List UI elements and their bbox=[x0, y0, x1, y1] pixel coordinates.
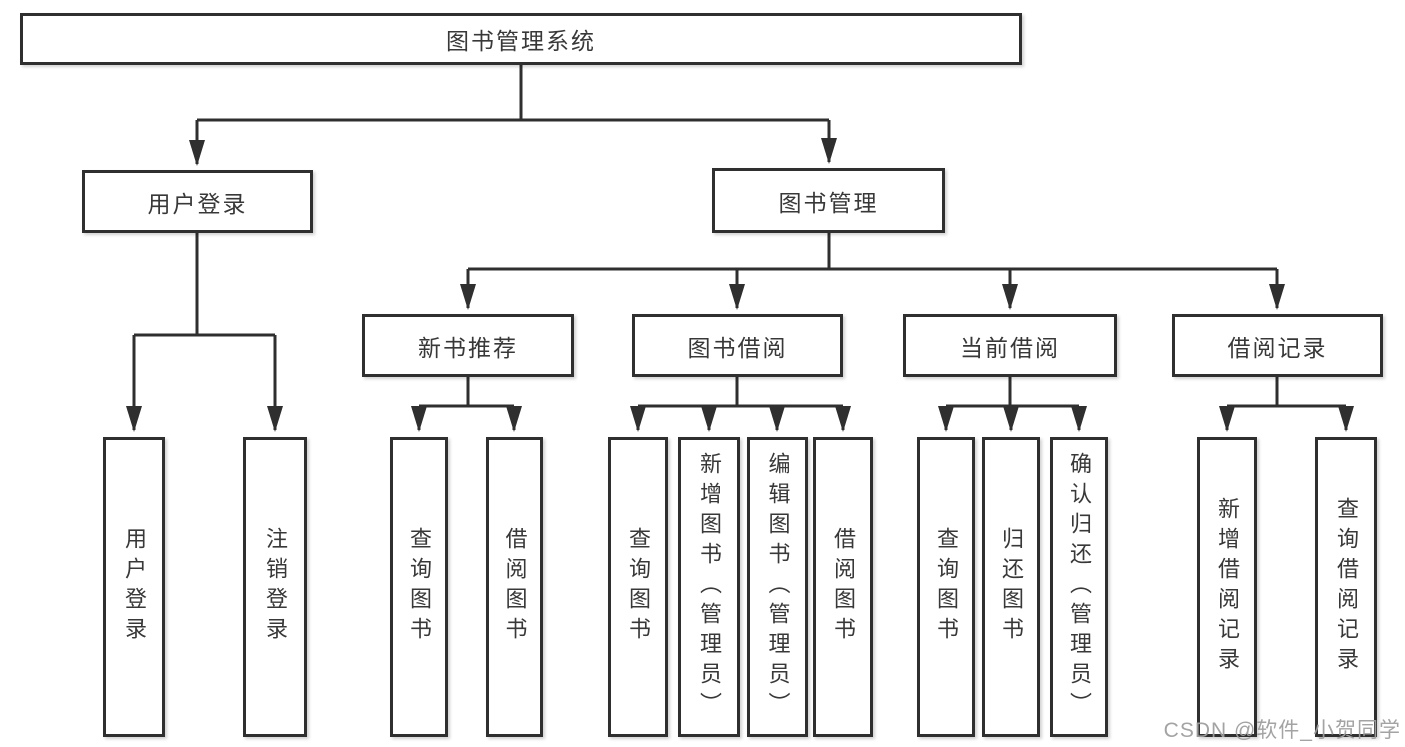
node-label: 图书管理 bbox=[778, 189, 879, 216]
leaf-query-books-3: 查询图书 bbox=[917, 437, 975, 737]
node-label: 用户登录 bbox=[147, 190, 248, 217]
leaf-user-login: 用户登录 bbox=[103, 437, 165, 737]
leaf-add-borrow-record: 新增借阅记录 bbox=[1197, 437, 1257, 737]
leaf-query-borrow-record: 查询借阅记录 bbox=[1315, 437, 1377, 737]
node-book-management: 图书管理 bbox=[712, 168, 945, 233]
leaf-borrow-books-2: 借阅图书 bbox=[813, 437, 873, 737]
node-label: 当前借阅 bbox=[960, 334, 1060, 361]
node-current-borrow: 当前借阅 bbox=[903, 314, 1117, 377]
leaf-query-books-2: 查询图书 bbox=[608, 437, 668, 737]
leaf-borrow-books: 借阅图书 bbox=[486, 437, 543, 737]
leaf-add-books-admin: 新增图书（管理员） bbox=[678, 437, 740, 737]
node-borrow-records: 借阅记录 bbox=[1172, 314, 1383, 377]
leaf-confirm-return-admin: 确认归还（管理员） bbox=[1050, 437, 1108, 737]
leaf-query-books: 查询图书 bbox=[390, 437, 448, 737]
node-label: 借阅记录 bbox=[1227, 334, 1328, 361]
node-label: 新书推荐 bbox=[418, 334, 518, 361]
node-label: 图书借阅 bbox=[687, 334, 788, 361]
node-label: 图书管理系统 bbox=[446, 28, 596, 54]
leaf-edit-books-admin: 编辑图书（管理员） bbox=[747, 437, 808, 737]
leaf-logout-login: 注销登录 bbox=[243, 437, 307, 737]
csdn-watermark: CSDN @软件_小贺同学 bbox=[1163, 719, 1401, 742]
node-book-borrow: 图书借阅 bbox=[632, 314, 843, 377]
node-new-book-recommend: 新书推荐 bbox=[362, 314, 574, 377]
node-library-management-system: 图书管理系统 bbox=[20, 13, 1022, 65]
leaf-return-books: 归还图书 bbox=[982, 437, 1040, 737]
node-user-login: 用户登录 bbox=[82, 170, 313, 233]
